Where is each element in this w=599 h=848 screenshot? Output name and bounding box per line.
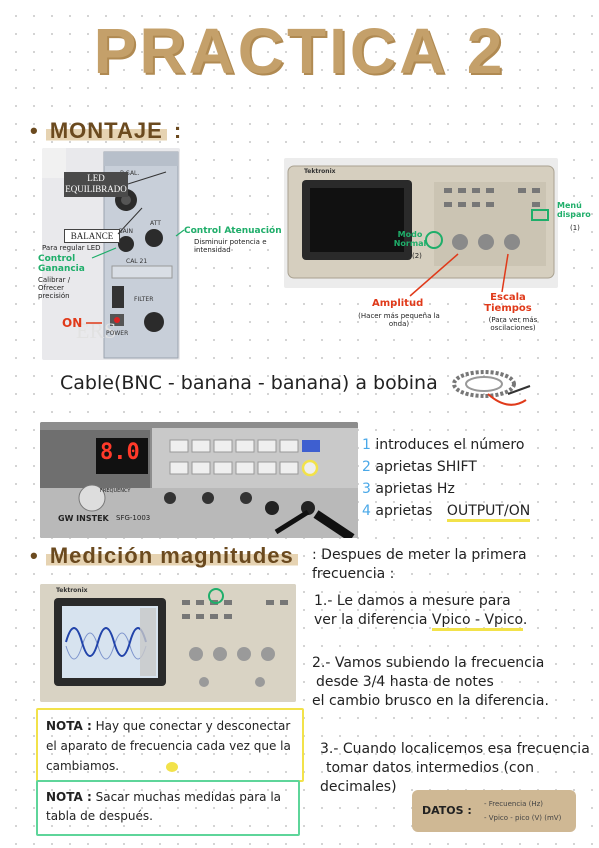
amplitud-label: Amplitud: [372, 298, 424, 309]
escala-tiempos-note: (Para ver más oscilaciones): [488, 316, 538, 332]
escala-tiempos-label: Escala Tiempos: [484, 292, 532, 314]
led-equilibrado-label: LED EQUILIBRADO: [64, 172, 128, 197]
vpico-highlight: Vpico - Vpico: [431, 612, 523, 631]
function-generator-photo: 8.0 GW INSTEK SFG-1003 FREQUENCY: [40, 422, 358, 538]
oscilloscope-measurement-brand: Tektronix: [56, 587, 88, 594]
yellow-highlight-mark: [166, 762, 178, 772]
panel-label-power: POWER: [106, 330, 129, 337]
step-4: 4 aprietas OUTPUT/ON: [362, 500, 531, 522]
step-2: 2 aprietas SHIFT: [362, 459, 477, 475]
menu-disparo-label: Menú disparo: [557, 201, 591, 219]
step-1: 1 introduces el número: [362, 437, 525, 453]
oscilloscope-measurement-photo: Tektronix: [40, 584, 296, 702]
panel-label-att: ATT: [150, 220, 161, 227]
generator-steps: 1 introduces el número 2 aprietas SHIFT …: [362, 434, 531, 522]
menu-disparo-number: (1): [570, 224, 580, 232]
svg-text:ERS: ERS: [76, 318, 116, 343]
medicion-step-2: 2.- Vamos subiendo la frecuencia desde 3…: [312, 655, 549, 709]
panel-label-bsal: B.SAL.: [120, 170, 140, 177]
generator-brand: GW INSTEK: [58, 514, 109, 523]
section-medicion-heading: • Medición magnitudes: [30, 543, 298, 569]
nota-2-box: NOTA : Sacar muchas medidas para la tabl…: [36, 780, 300, 836]
output-on-text: OUTPUT/ON: [446, 503, 531, 522]
medicion-step-3: 3.- Cuando localicemos esa frecuencia to…: [320, 741, 590, 795]
panel-label-filter: FILTER: [134, 296, 154, 303]
modo-normal-number: (2): [412, 252, 422, 260]
nota-2-text: NOTA : Sacar muchas medidas para la tabl…: [46, 790, 282, 823]
generator-model: SFG-1003: [116, 514, 151, 522]
generator-display: 8.0: [100, 440, 140, 465]
cable-description: Cable(BNC - banana - banana) a bobina: [60, 372, 438, 394]
panel-annotation-lines: [86, 171, 185, 324]
control-ganancia-label: Control Ganancia: [38, 254, 85, 274]
panel-label-gain: GAIN: [118, 228, 134, 235]
ganancia-note: Calibrar / Ofrecer precisión: [38, 276, 71, 300]
datos-items: - Frecuencia (Hz) - Vpico - pico (V) (mV…: [484, 800, 562, 822]
montaje-heading-text: MONTAJE: [45, 118, 167, 143]
nota-1-box: NOTA : Hay que conectar y desconectar el…: [36, 708, 304, 782]
function-generator-drawing: [40, 422, 358, 538]
on-label: ON: [62, 316, 83, 330]
atenuacion-note: Disminuir potencia e intensidad: [194, 238, 267, 254]
panel-label-cal: CAL 21: [126, 258, 148, 265]
coil-icon: [452, 370, 531, 406]
oscilloscope-annotation-lines: [409, 253, 509, 297]
medicion-heading-text: Medición magnitudes: [45, 543, 298, 568]
balance-note: Para regular LED: [42, 244, 101, 252]
section-montaje-heading: • MONTAJE :: [30, 118, 183, 143]
medicion-step-1: 1.- Le damos a mesure para ver la difere…: [314, 592, 584, 631]
page-title: PRACTICA 2: [93, 15, 506, 87]
datos-box: DATOS : - Frecuencia (Hz) - Vpico - pico…: [412, 790, 576, 832]
oscilloscope-measurement-drawing: [40, 584, 296, 702]
medicion-intro: : Despues de meter la primera frecuencia…: [312, 547, 527, 582]
control-atenuacion-label: Control Atenuación: [184, 226, 282, 236]
datos-label: DATOS :: [422, 804, 472, 817]
oscilloscope-photo: Tektronix: [284, 158, 558, 288]
generator-frequency-label: FREQUENCY: [100, 488, 131, 494]
amplitud-note: (Hacer más pequeña la onda): [358, 312, 440, 328]
step-3: 3 aprietas Hz: [362, 481, 455, 497]
oscilloscope-brand: Tektronix: [304, 168, 336, 175]
nota-1-text: NOTA : Hay que conectar y desconectar el…: [46, 719, 291, 773]
balance-label: BALANCE: [64, 229, 120, 243]
modo-normal-label: Modo Normal: [393, 230, 427, 248]
oscilloscope-drawing: [287, 165, 555, 279]
